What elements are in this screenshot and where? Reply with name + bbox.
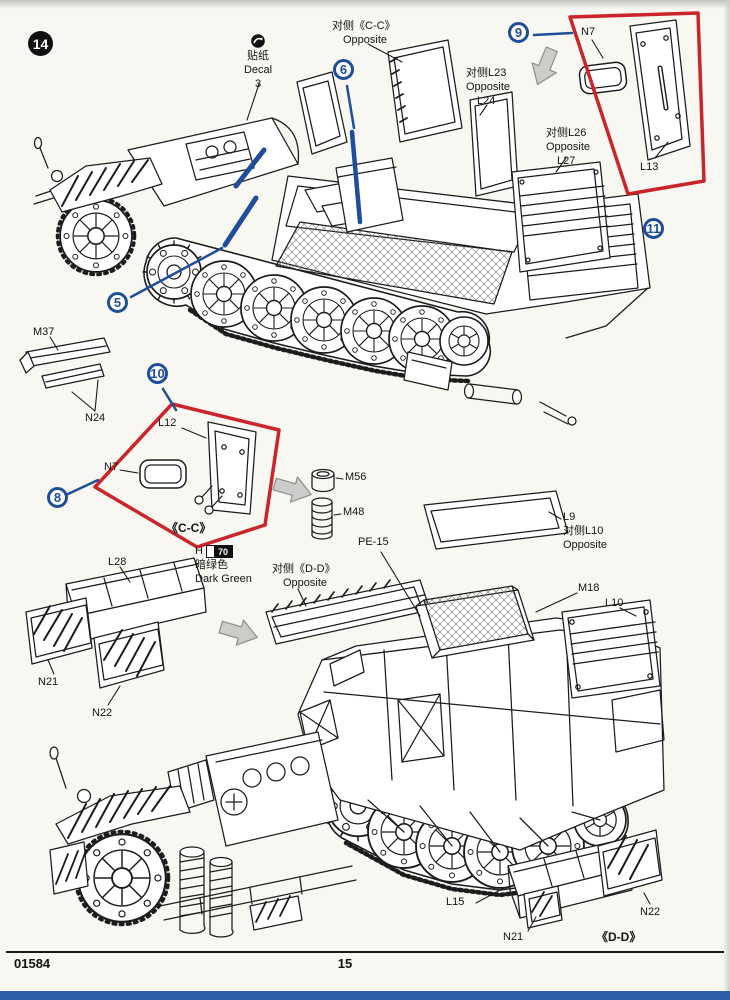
part-n21-left	[25, 597, 93, 665]
decal-count: 3	[254, 77, 262, 90]
label-opposite-l23-en: Opposite	[466, 80, 511, 93]
label-n22-bottom: N22	[640, 906, 661, 918]
part-m56	[311, 468, 335, 493]
kit-number: 01584	[14, 956, 51, 971]
label-pe15: PE-15	[358, 536, 389, 548]
label-section-cc: 《C-C》	[166, 521, 212, 535]
direction-arrow-icon	[524, 43, 565, 91]
label-opposite-l26-cn: 对侧L26	[546, 127, 587, 139]
decal-icon	[251, 34, 265, 48]
step-number-badge: 14	[28, 31, 53, 56]
callout-6: 6	[333, 59, 354, 80]
footer-rule	[6, 951, 724, 953]
label-opposite-l10-en: Opposite	[563, 538, 608, 551]
label-m18: M18	[578, 582, 600, 594]
part-l13	[629, 19, 691, 161]
label-l9: L9	[563, 511, 576, 523]
part-n7-mid	[139, 459, 187, 489]
label-l13: L13	[640, 161, 659, 173]
label-m37: M37	[33, 326, 55, 338]
decal-callout: 贴纸 Decal 3	[233, 33, 283, 91]
label-n21-bottom: N21	[503, 931, 524, 943]
label-n21-left: N21	[38, 676, 59, 688]
highlight-region-outlines	[93, 11, 706, 549]
label-l27: L27	[557, 154, 576, 167]
label-opposite-cc: 对侧《C-C》 Opposite	[332, 20, 396, 48]
label-n24: N24	[85, 412, 106, 424]
label-opposite-l26: 对侧L26 Opposite L27	[546, 127, 590, 168]
leader-lines	[47, 39, 669, 932]
part-m37	[19, 337, 111, 389]
callout-9: 9	[508, 22, 529, 43]
callout-11: 11	[643, 218, 664, 239]
part-n22-left	[93, 621, 165, 689]
direction-arrow-icon	[270, 470, 316, 508]
label-n7-mid: N7	[104, 461, 119, 473]
detached-panels-top	[296, 39, 611, 273]
paint-chip-blank	[206, 546, 214, 558]
paint-callout: H 70 暗绿色 Dark Green	[195, 545, 252, 586]
paint-code: H	[195, 545, 203, 557]
label-opposite-cc-cn: 对侧《C-C》	[332, 20, 396, 32]
highlight-region-top-right	[568, 11, 706, 196]
highlight-region-mid-left	[93, 402, 281, 549]
label-m48: M48	[343, 506, 365, 518]
part-n21-bottom	[523, 885, 563, 929]
label-l9-group: L9 对侧L10 Opposite	[563, 511, 607, 552]
callout-5: 5	[107, 292, 128, 313]
label-l12: L12	[158, 417, 177, 429]
label-opposite-l10-cn: 对侧L10	[563, 524, 604, 537]
label-l15: L15	[446, 896, 465, 908]
part-l9	[423, 490, 569, 550]
label-l10: L10	[605, 597, 624, 609]
decal-label-en: Decal	[243, 63, 273, 76]
callout-leader-lines	[66, 31, 574, 496]
label-opposite-cc-en: Opposite	[343, 33, 388, 46]
scan-edge-right	[723, 0, 730, 1000]
label-opposite-dd-cn: 对侧《D-D》	[272, 563, 336, 575]
paint-name-cn: 暗绿色	[195, 558, 228, 571]
part-n22-bottom	[597, 829, 663, 897]
part-m48	[311, 497, 333, 540]
label-opposite-dd: 对侧《D-D》 Opposite	[272, 563, 336, 591]
label-opposite-l26-en: Opposite	[546, 140, 591, 153]
label-opposite-l23: 对侧L23 Opposite L24	[466, 67, 510, 108]
label-l28: L28	[108, 556, 127, 568]
footer-color-bar	[0, 991, 730, 1000]
label-n22-left: N22	[92, 707, 113, 719]
label-n7-top: N7	[581, 26, 596, 38]
label-section-dd: 《D-D》	[596, 930, 642, 944]
page-number: 15	[337, 956, 353, 971]
part-l12-assembly	[194, 421, 257, 515]
paint-chip: 70	[205, 545, 233, 559]
callout-10: 10	[147, 363, 168, 384]
scan-edge-top	[0, 0, 730, 9]
callout-8: 8	[47, 487, 68, 508]
direction-arrow-icon	[216, 613, 262, 651]
label-opposite-dd-en: Opposite	[283, 576, 328, 589]
decal-label-cn: 贴纸	[247, 50, 269, 62]
label-opposite-l23-cn: 对侧L23	[466, 67, 507, 79]
paint-name-en: Dark Green	[195, 572, 252, 585]
label-m56: M56	[345, 471, 367, 483]
paint-chip-number: 70	[213, 546, 232, 558]
label-l24: L24	[477, 94, 496, 107]
